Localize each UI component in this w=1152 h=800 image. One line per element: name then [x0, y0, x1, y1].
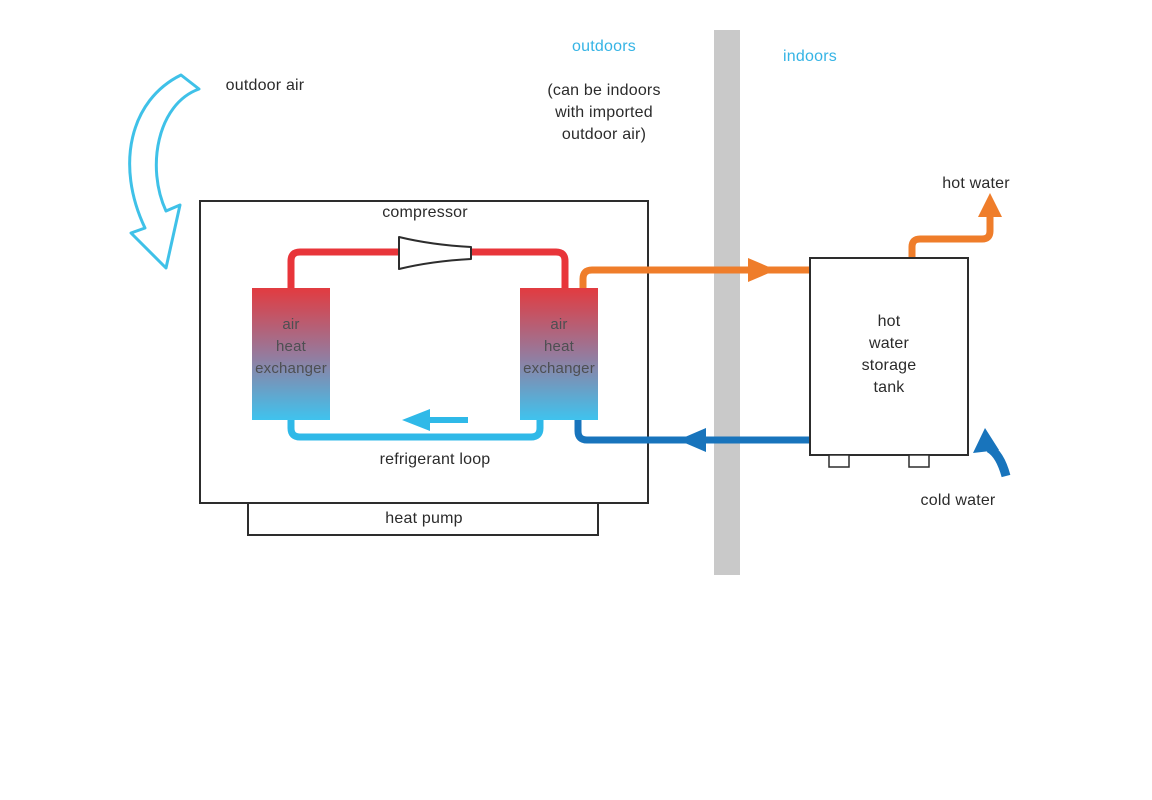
outdoors-note: (can be indoors with imported outdoor ai… [547, 82, 661, 143]
tank-foot [908, 454, 930, 468]
hot-refrigerant-pipe [471, 248, 569, 300]
hot-water-pipe [579, 266, 810, 300]
cold-refrigerant-pipe [287, 400, 544, 441]
hot-refrigerant-pipe [287, 248, 399, 300]
hot-water-outlet-arrow-icon [978, 193, 1002, 217]
hot-water-outlet-pipe [908, 215, 994, 258]
cold-water-return-pipe [574, 400, 810, 444]
tank-foot [828, 454, 850, 468]
left-air-heat-exchanger [252, 288, 330, 420]
hot-water-flow-arrow-icon [748, 258, 776, 282]
tank-label: hot water storage tank [861, 313, 917, 396]
right-air-heat-exchanger [520, 288, 598, 420]
indoors-label: indoors [783, 48, 837, 65]
cold-water-flow-arrow-icon [678, 428, 706, 452]
refrigerant-loop-label: refrigerant loop [379, 451, 491, 468]
right-exchanger-label: air heat exchanger [523, 316, 595, 377]
outdoors-label-block: outdoors (can be indoors with imported o… [547, 14, 660, 168]
hot-water-tank [809, 257, 969, 456]
cold-water-inlet-arrow-icon [973, 428, 1011, 478]
hot-water-label: hot water [942, 175, 1010, 192]
cold-water-label: cold water [920, 492, 996, 509]
heat-pump-label: heat pump [385, 510, 463, 527]
wall-divider [714, 30, 740, 575]
left-exchanger-label: air heat exchanger [255, 316, 327, 377]
outdoor-air-arrow-icon [128, 73, 201, 270]
compressor-label: compressor [382, 204, 468, 221]
outdoors-label: outdoors [572, 38, 636, 55]
refrigerant-flow-arrow-icon [402, 409, 468, 431]
compressor-icon [398, 236, 472, 270]
heat-pump-caption-box [247, 502, 599, 536]
outdoor-air-label: outdoor air [225, 77, 305, 94]
